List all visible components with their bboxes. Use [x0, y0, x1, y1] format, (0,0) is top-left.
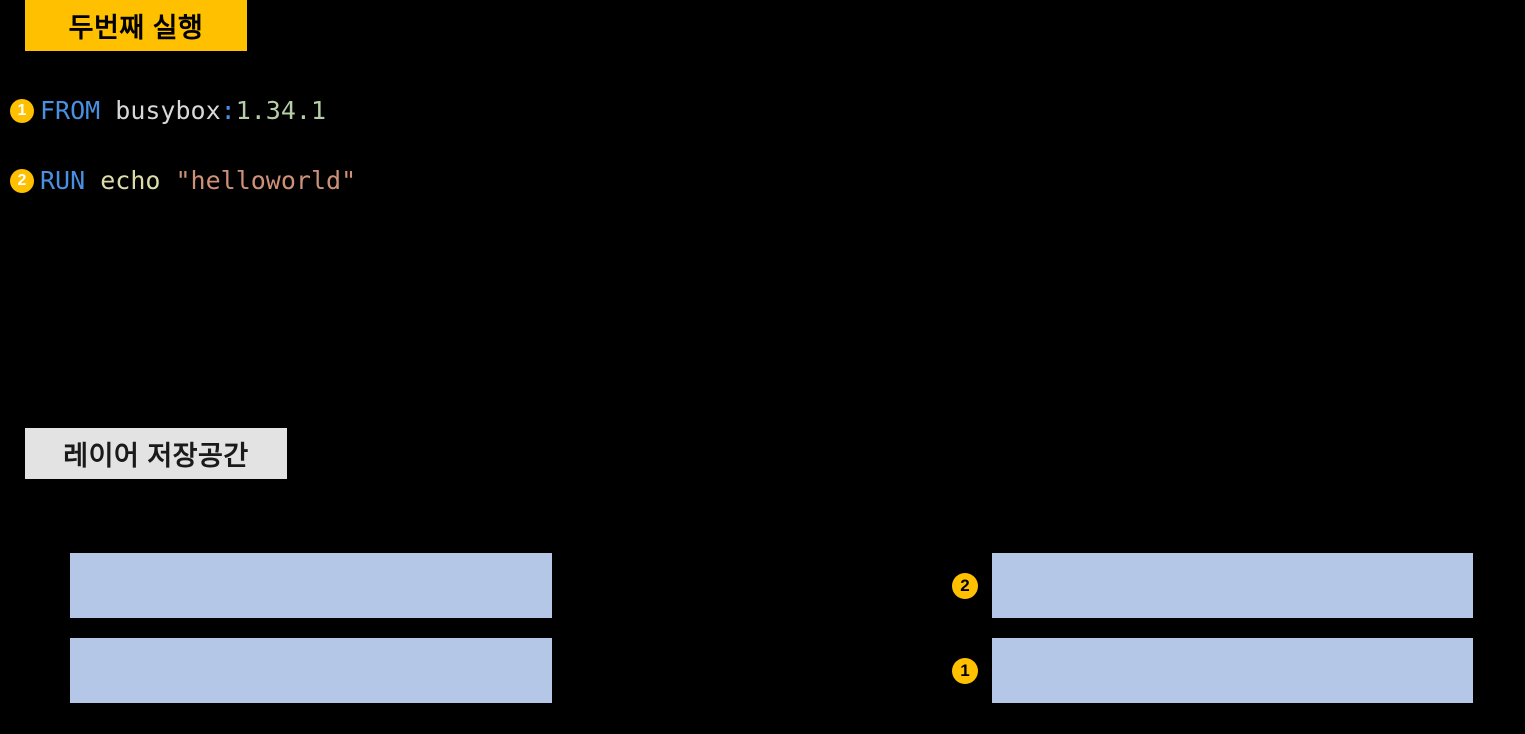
- token-space: [100, 88, 115, 134]
- layer-box: [992, 638, 1473, 703]
- layer-number-badge-1: 1: [952, 657, 978, 684]
- token-space: [160, 158, 175, 204]
- layer-stack-right: 2 1: [952, 553, 1473, 703]
- token-keyword-run: RUN: [40, 166, 86, 195]
- dockerfile-code-block: 1 FROM busybox : 1.34.1 2 RUN echo "hell…: [0, 88, 760, 228]
- layer-row: [70, 638, 552, 703]
- layer-box: [992, 553, 1473, 618]
- layer-box: [70, 638, 552, 703]
- dockerfile-line-1: 1 FROM busybox : 1.34.1: [0, 88, 760, 134]
- layer-stack-left: [70, 553, 552, 703]
- token-colon: :: [220, 96, 236, 125]
- dockerfile-line-2: 2 RUN echo "helloworld": [0, 158, 760, 204]
- section-title-second-run: 두번째 실행: [25, 0, 247, 51]
- layer-box: [70, 553, 552, 618]
- step-number-badge-1: 1: [10, 99, 34, 123]
- section-title-layer-storage: 레이어 저장공간: [25, 428, 287, 479]
- token-string-literal: "helloworld": [175, 166, 357, 195]
- step-number-badge-2: 2: [10, 169, 34, 193]
- token-command-echo: echo: [100, 166, 161, 195]
- layer-number-badge-2: 2: [952, 572, 978, 599]
- layer-row: 2: [952, 553, 1473, 618]
- layer-row: [70, 553, 552, 618]
- token-keyword-from: FROM: [40, 96, 101, 125]
- token-image-name: busybox: [115, 96, 221, 125]
- token-image-version: 1.34.1: [235, 96, 327, 125]
- layer-row: 1: [952, 638, 1473, 703]
- token-space: [85, 158, 100, 204]
